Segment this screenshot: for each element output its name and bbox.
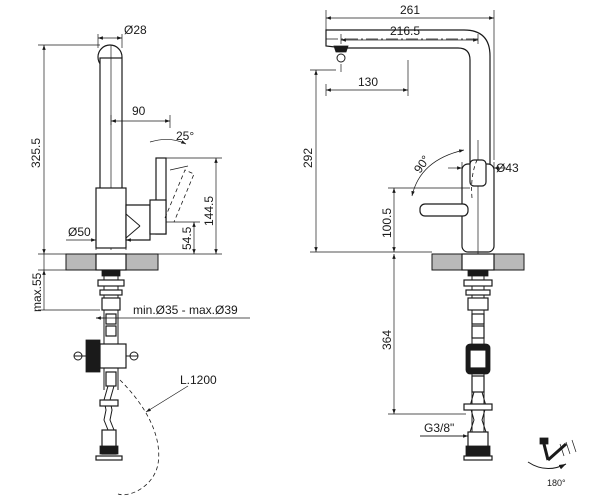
dim-max-thickness: max.55 [30,254,100,312]
front-lever-height-label: 100.5 [380,208,394,238]
dim-front-height: 292 [301,69,432,253]
hole-diameter-label: min.Ø35 - max.Ø39 [133,303,238,317]
max-thickness-label: max.55 [30,272,44,312]
dim-spout-diameter: Ø28 [97,23,147,48]
dim-connection: G3/8" [420,421,468,438]
pullout-offset-label: 130 [358,75,378,89]
side-view: Ø28 325.5 90 25° Ø50 [29,23,250,496]
spout-diameter-label: Ø28 [124,23,147,37]
dim-front-body-diameter: Ø43 [448,161,519,176]
front-mounting-kit [463,269,493,461]
hose-length-label: L.1200 [180,373,217,387]
front-body-diameter-label: Ø43 [496,161,519,175]
rotation-angle-label: 180° [547,478,566,488]
front-view: 261 216.5 130 292 90° [301,3,525,461]
lever-angle-label: 25° [176,129,194,143]
height-total-label: 325.5 [29,138,43,168]
front-lever-angle-label: 90° [411,153,433,176]
front-height-label: 292 [301,148,315,168]
dim-front-lever-height: 100.5 [380,187,470,252]
base-height-label: 54.5 [180,226,194,250]
rotation-icon: 180° [527,437,577,488]
dim-front-lever-angle: 90° [411,149,465,197]
front-hose-length-label: 364 [380,330,394,350]
dim-base-height: 54.5 [166,221,200,254]
side-faucet-body [95,44,195,250]
dim-pullout-offset: 130 [325,60,409,96]
dim-width-total: 261 [325,3,495,160]
spout-reach-label: 90 [132,104,146,118]
dim-lever-angle: 25° [149,129,194,145]
side-mounting-kit [73,269,160,496]
width-total-label: 261 [400,3,420,17]
dim-height-total: 325.5 [29,44,100,255]
body-diameter-label: Ø50 [68,225,91,239]
dim-spout-length: 216.5 [340,24,479,44]
dim-spout-reach: 90 [110,104,171,128]
spout-length-label: 216.5 [390,24,420,38]
dim-front-hose-length: 364 [380,253,466,415]
dim-hose-length: L.1200 [145,373,217,413]
dim-lever-height: 144.5 [158,157,222,255]
front-faucet-body [325,29,495,260]
connection-label: G3/8" [424,421,454,435]
dim-body-diameter: Ø50 [66,225,140,250]
lever-height-label: 144.5 [202,196,216,226]
dim-hole-diameter: min.Ø35 - max.Ø39 [96,303,250,320]
